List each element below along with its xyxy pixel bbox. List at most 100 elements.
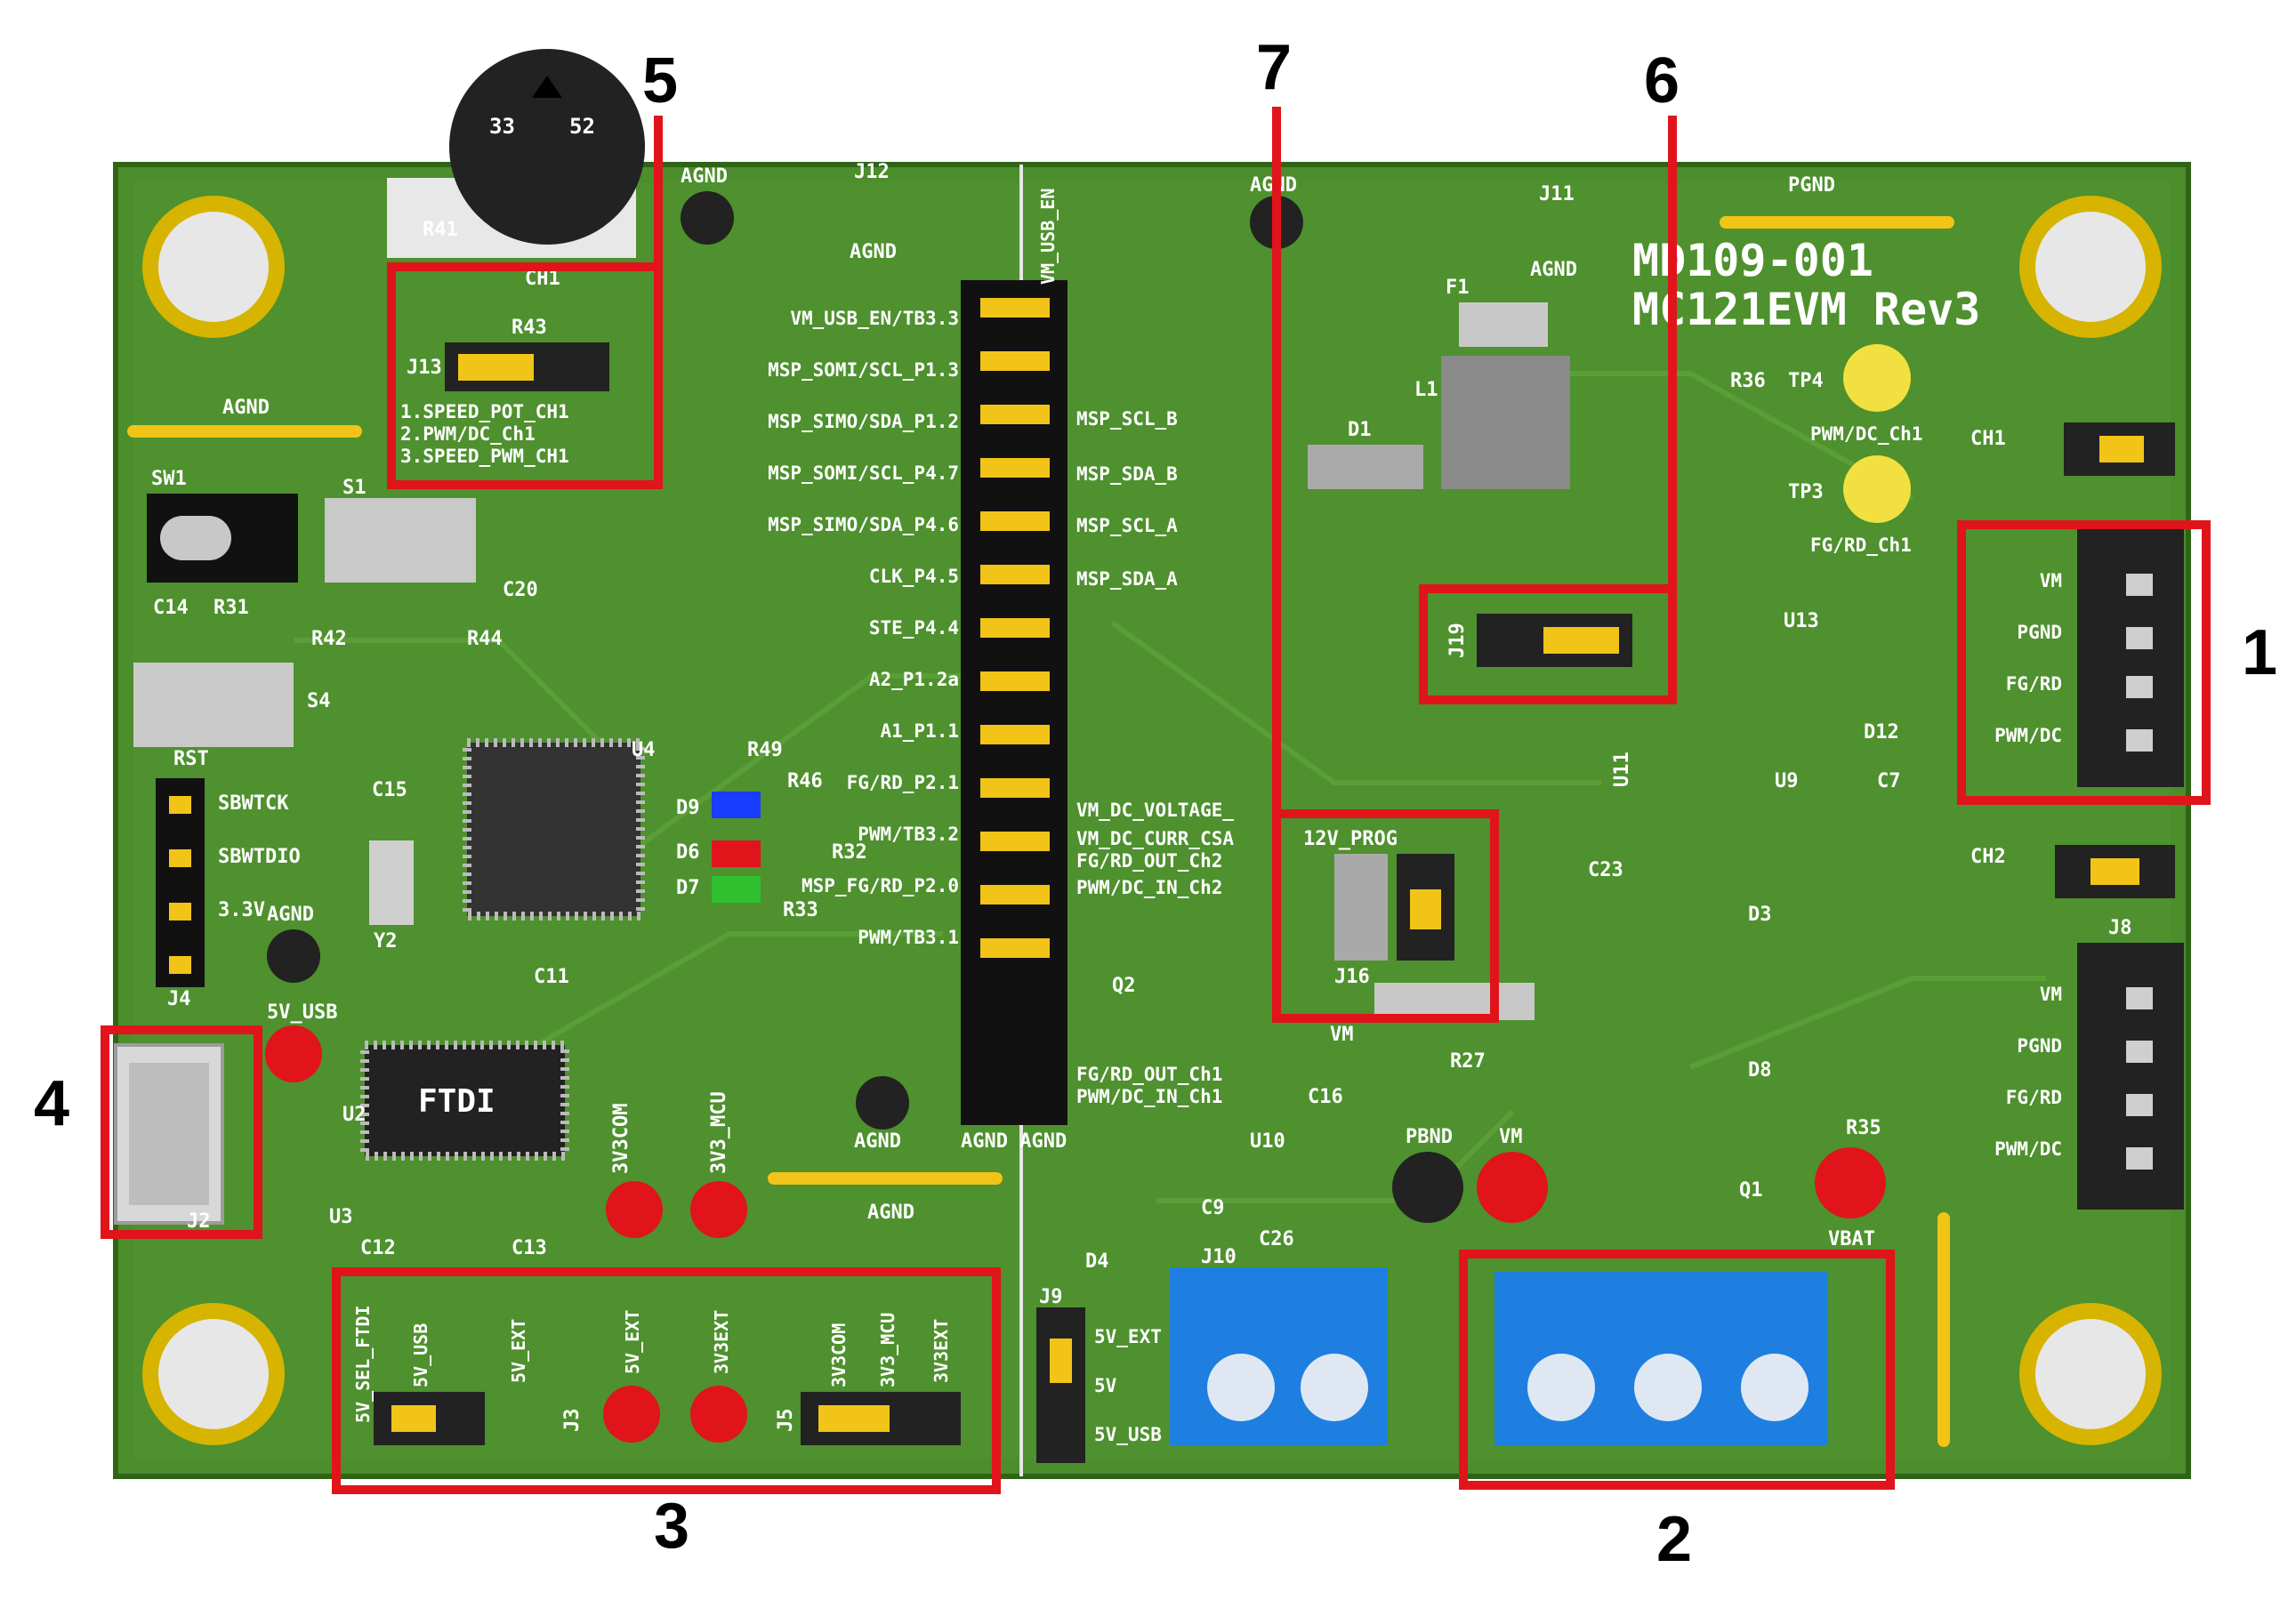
label-l1: L1 bbox=[1414, 379, 1438, 401]
pcb-traces bbox=[294, 371, 2046, 1203]
jumper-j5[interactable] bbox=[801, 1392, 961, 1445]
callout-box-5 bbox=[387, 262, 663, 489]
header-pin[interactable] bbox=[980, 511, 1050, 531]
callout-number-4: 4 bbox=[34, 1068, 69, 1139]
header-pin[interactable] bbox=[980, 298, 1050, 318]
header-pin[interactable] bbox=[980, 778, 1050, 798]
tp-vm[interactable] bbox=[1477, 1152, 1548, 1223]
label-pbnd: PBND bbox=[1406, 1126, 1453, 1148]
board-title-2: MC121EVM Rev3 bbox=[1632, 284, 1980, 335]
j9-label-0: 5V_EXT bbox=[1094, 1326, 1162, 1347]
j4-header bbox=[156, 778, 205, 987]
label-q1: Q1 bbox=[1739, 1179, 1763, 1202]
header-left-labels: VM_USB_EN/TB3.3MSP_SOMI/SCL_P1.3MSP_SIMO… bbox=[768, 308, 959, 948]
jumper-j16[interactable] bbox=[1334, 854, 1454, 961]
mcu-u4 bbox=[463, 738, 645, 921]
label-c11: C11 bbox=[534, 966, 569, 988]
header-pin[interactable] bbox=[980, 458, 1050, 478]
terminal-j10[interactable] bbox=[1170, 1267, 1388, 1445]
header-pin[interactable] bbox=[980, 405, 1050, 424]
label-5v-usb-j3: 5V_USB bbox=[410, 1323, 431, 1387]
label-r36: R36 bbox=[1730, 370, 1766, 392]
header-pin[interactable] bbox=[980, 565, 1050, 584]
label-3v3com-j5: 3V3COM bbox=[828, 1323, 850, 1387]
tp-3v3mcu[interactable] bbox=[690, 1181, 747, 1238]
speed-potentiometer[interactable]: 33 52 bbox=[387, 49, 645, 258]
label-agnd-7: AGND bbox=[267, 904, 314, 926]
label-agnd-6: AGND bbox=[867, 1202, 914, 1224]
header-pin[interactable] bbox=[980, 671, 1050, 691]
callout-number-3: 3 bbox=[654, 1491, 689, 1562]
label-c9: C9 bbox=[1201, 1197, 1225, 1219]
j13-option-1: 1.SPEED_POT_CH1 bbox=[400, 401, 569, 422]
callout-numbers: 1 2 3 4 5 6 7 bbox=[34, 32, 2277, 1575]
connector-ch1[interactable] bbox=[2077, 529, 2184, 787]
label-u13: U13 bbox=[1784, 610, 1819, 632]
label-sw1: SW1 bbox=[151, 468, 187, 490]
label-d6: D6 bbox=[676, 841, 700, 864]
j9-label-1: 5V bbox=[1094, 1375, 1117, 1396]
label-c14: C14 bbox=[153, 597, 189, 619]
tp-pbnd[interactable] bbox=[1392, 1152, 1463, 1223]
usb-connector-j2[interactable] bbox=[114, 1043, 224, 1225]
header-left-label: PWM/TB3.1 bbox=[858, 927, 959, 948]
header-pin[interactable] bbox=[980, 885, 1050, 904]
tp-agnd-header[interactable] bbox=[856, 1076, 909, 1130]
header-right-label: VM_DC_CURR_CSA bbox=[1076, 828, 1234, 849]
pot-scale-right: 52 bbox=[569, 114, 595, 139]
label-agnd-2: AGND bbox=[222, 397, 270, 419]
label-c12: C12 bbox=[360, 1237, 396, 1259]
j13-option-2: 2.PWM/DC_Ch1 bbox=[400, 423, 536, 445]
label-d9: D9 bbox=[676, 797, 700, 819]
header-pin[interactable] bbox=[980, 832, 1050, 851]
callout-number-2: 2 bbox=[1656, 1504, 1692, 1575]
label-j4: J4 bbox=[167, 988, 191, 1010]
header-right-label: MSP_SCL_A bbox=[1076, 515, 1178, 536]
mounting-holes bbox=[142, 196, 2162, 1445]
tp-agnd-top[interactable] bbox=[681, 191, 734, 245]
tp-5v-usb[interactable] bbox=[265, 1025, 322, 1082]
tp-3v3com[interactable] bbox=[606, 1181, 663, 1238]
header-pins bbox=[980, 298, 1050, 958]
led-d7 bbox=[712, 876, 761, 903]
tp-vbat[interactable] bbox=[1815, 1147, 1886, 1218]
header-pin[interactable] bbox=[980, 618, 1050, 638]
header-left-label: MSP_FG/RD_P2.0 bbox=[802, 875, 959, 896]
callout-box-3 bbox=[332, 1267, 1001, 1494]
header-left-label: A2_P1.2a bbox=[869, 669, 959, 690]
header-right-label: PWM/DC_IN_Ch2 bbox=[1076, 877, 1222, 898]
jumper-j3[interactable] bbox=[374, 1392, 485, 1445]
callout-box-4 bbox=[101, 1025, 262, 1239]
label-5v-ext-j3: 5V_EXT bbox=[508, 1319, 529, 1383]
header-pin[interactable] bbox=[980, 938, 1050, 958]
label-ch1-connector: CH1 bbox=[1970, 428, 2006, 450]
led-d9 bbox=[712, 792, 761, 818]
tp-3v3ext[interactable] bbox=[690, 1386, 747, 1443]
tp-tp4[interactable] bbox=[1843, 344, 1911, 412]
label-c7: C7 bbox=[1877, 770, 1901, 792]
label-c20: C20 bbox=[503, 579, 538, 601]
jumper-j9[interactable] bbox=[1036, 1307, 1085, 1463]
tp-tp3[interactable] bbox=[1843, 455, 1911, 523]
jumper-j19[interactable] bbox=[1477, 614, 1632, 667]
label-pgnd-top: PGND bbox=[1788, 174, 1835, 197]
label-3v3ext-tp: 3V3EXT bbox=[711, 1310, 732, 1374]
label-c23: C23 bbox=[1588, 859, 1623, 881]
header-right-label: VM_DC_VOLTAGE_ bbox=[1076, 800, 1234, 821]
label-r33: R33 bbox=[783, 899, 818, 921]
jumper-j13[interactable] bbox=[445, 342, 609, 391]
label-d1: D1 bbox=[1348, 419, 1372, 441]
header-pin[interactable] bbox=[980, 351, 1050, 371]
label-d4: D4 bbox=[1085, 1250, 1109, 1273]
switch-s4[interactable] bbox=[133, 663, 294, 747]
header-pin[interactable] bbox=[980, 725, 1050, 744]
callout-number-6: 6 bbox=[1644, 45, 1680, 117]
tp-agnd-mid[interactable] bbox=[267, 929, 320, 983]
terminal-power[interactable] bbox=[1494, 1272, 1828, 1445]
switch-s1[interactable] bbox=[325, 498, 476, 583]
label-agnd-1: AGND bbox=[681, 165, 728, 188]
tp-5v-ext[interactable] bbox=[603, 1386, 660, 1443]
label-j10: J10 bbox=[1201, 1246, 1237, 1268]
connector-ch2[interactable] bbox=[2077, 943, 2184, 1210]
